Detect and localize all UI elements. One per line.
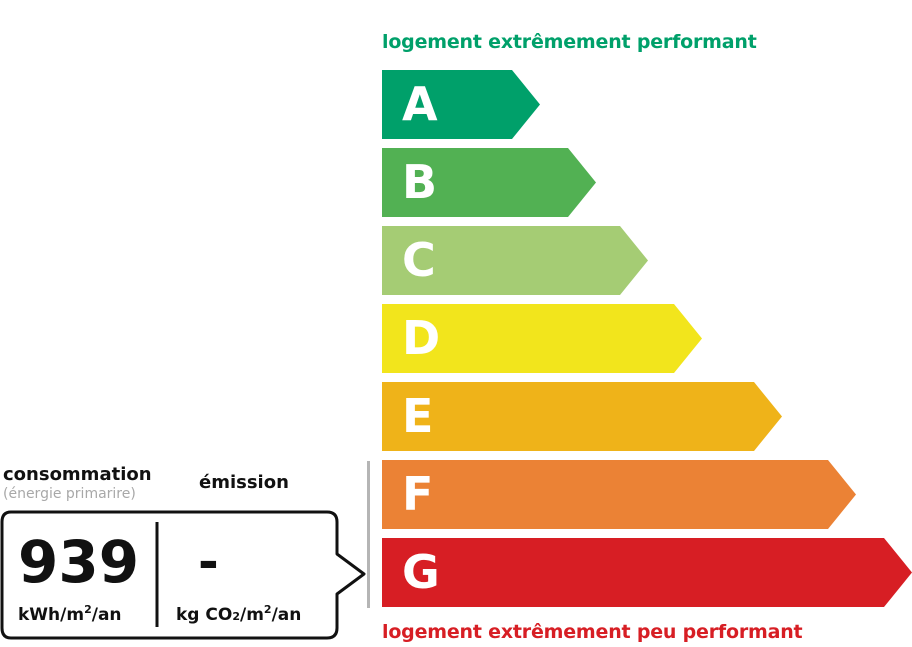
class-bar-f: F [382, 460, 856, 529]
class-bar-g: G [382, 538, 912, 607]
class-letter: A [402, 77, 438, 131]
class-letter: G [402, 545, 440, 599]
emission-value: - [198, 533, 219, 591]
class-letter: F [402, 467, 434, 521]
class-letter: B [402, 155, 438, 209]
class-letter: D [402, 311, 441, 365]
emission-label: émission [199, 472, 289, 493]
class-bar-a: A [382, 70, 540, 139]
class-bar-b: B [382, 148, 596, 217]
consommation-value: 939 [18, 528, 140, 596]
primary-energy-label: (énergie primarire) [3, 486, 136, 502]
class-letter: E [402, 389, 434, 443]
callout-border [0, 510, 366, 640]
consommation-label: consommation [3, 464, 152, 485]
class-bar-c: C [382, 226, 648, 295]
top-scale-label: logement extrêmement performant [382, 31, 757, 53]
class-bar-d: D [382, 304, 702, 373]
bottom-scale-label: logement extrêmement peu performant [382, 621, 803, 643]
consommation-unit: kWh/m2/an [18, 603, 122, 625]
value-callout-box [0, 510, 370, 642]
current-class-marker-line [367, 461, 370, 608]
emission-unit: kg CO2/m2/an [176, 603, 302, 625]
class-bar-e: E [382, 382, 782, 451]
class-letter: C [402, 233, 436, 287]
